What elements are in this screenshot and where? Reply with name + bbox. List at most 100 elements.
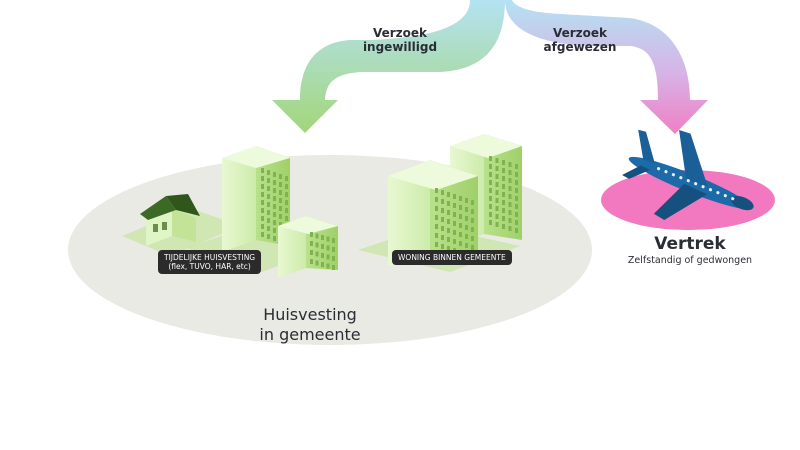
window bbox=[447, 201, 450, 206]
window bbox=[435, 242, 438, 247]
temporary-housing-tag-line1: TIJDELIJKE HUISVESTING bbox=[164, 253, 256, 262]
window bbox=[435, 188, 438, 193]
window bbox=[502, 208, 505, 213]
window bbox=[441, 226, 444, 231]
window bbox=[267, 210, 270, 215]
window bbox=[267, 226, 270, 231]
window bbox=[465, 225, 468, 230]
window bbox=[508, 178, 512, 183]
window bbox=[459, 196, 462, 201]
window bbox=[459, 241, 462, 246]
window bbox=[495, 166, 499, 171]
window bbox=[321, 235, 324, 240]
window bbox=[435, 233, 438, 238]
window bbox=[315, 260, 319, 266]
window bbox=[441, 217, 444, 222]
window bbox=[502, 160, 505, 165]
window bbox=[279, 190, 282, 195]
window bbox=[267, 218, 270, 223]
window bbox=[267, 194, 270, 199]
window bbox=[441, 190, 444, 195]
window bbox=[326, 245, 330, 251]
window bbox=[447, 246, 450, 251]
window bbox=[508, 210, 512, 215]
housing-title-line2: in gemeente bbox=[259, 325, 361, 344]
window bbox=[453, 194, 456, 199]
window bbox=[489, 196, 492, 201]
window bbox=[453, 212, 456, 217]
window bbox=[495, 222, 499, 227]
window bbox=[285, 192, 288, 197]
window bbox=[315, 242, 319, 248]
window bbox=[435, 206, 438, 211]
window bbox=[273, 204, 276, 209]
window bbox=[435, 197, 438, 202]
window bbox=[502, 192, 505, 197]
window bbox=[285, 200, 288, 205]
window bbox=[515, 228, 518, 233]
window bbox=[273, 180, 276, 185]
window bbox=[273, 236, 276, 241]
window bbox=[502, 224, 505, 229]
building-icon bbox=[278, 216, 338, 278]
window bbox=[495, 198, 499, 203]
window bbox=[261, 200, 264, 205]
window bbox=[489, 204, 492, 209]
window bbox=[261, 216, 264, 221]
window bbox=[315, 233, 319, 239]
window bbox=[261, 184, 264, 189]
window bbox=[489, 180, 492, 185]
window bbox=[326, 263, 330, 269]
window bbox=[310, 259, 313, 264]
rejected-label-line1: Verzoek bbox=[552, 26, 608, 40]
window bbox=[447, 228, 450, 233]
window bbox=[261, 192, 264, 197]
window bbox=[261, 176, 264, 181]
window bbox=[279, 198, 282, 203]
approved-arrow bbox=[272, 0, 505, 133]
window bbox=[261, 208, 264, 213]
window bbox=[471, 200, 474, 205]
window bbox=[515, 204, 518, 209]
rejected-label: Verzoek afgewezen bbox=[520, 26, 640, 54]
window bbox=[321, 244, 324, 249]
window bbox=[508, 202, 512, 207]
window bbox=[515, 180, 518, 185]
window bbox=[515, 164, 518, 169]
window bbox=[267, 234, 270, 239]
rejected-label-line2: afgewezen bbox=[543, 40, 617, 54]
window bbox=[471, 245, 474, 250]
window bbox=[279, 174, 282, 179]
window bbox=[495, 174, 499, 179]
airplane-icon bbox=[622, 129, 754, 221]
window bbox=[453, 239, 456, 244]
window bbox=[465, 216, 468, 221]
window bbox=[495, 206, 499, 211]
window bbox=[489, 188, 492, 193]
window bbox=[459, 214, 462, 219]
temporary-housing-tag: TIJDELIJKE HUISVESTING (flex, TUVO, HAR,… bbox=[158, 250, 262, 274]
window bbox=[267, 170, 270, 175]
approved-label-line2: ingewilligd bbox=[362, 40, 438, 54]
window bbox=[326, 236, 330, 242]
window bbox=[495, 190, 499, 195]
departure-title-text: Vertrek bbox=[654, 234, 726, 254]
window bbox=[459, 205, 462, 210]
window bbox=[502, 216, 505, 221]
window bbox=[508, 194, 512, 199]
window bbox=[332, 265, 335, 270]
window bbox=[495, 158, 499, 163]
window bbox=[489, 164, 492, 169]
window bbox=[273, 228, 276, 233]
permanent-housing-tag: WONING BINNEN GEMEENTE bbox=[392, 250, 512, 265]
window bbox=[332, 238, 335, 243]
window bbox=[489, 156, 492, 161]
window bbox=[515, 212, 518, 217]
window bbox=[502, 184, 505, 189]
window bbox=[515, 188, 518, 193]
window bbox=[508, 162, 512, 167]
window bbox=[261, 224, 264, 229]
window bbox=[273, 220, 276, 225]
window bbox=[279, 222, 282, 227]
